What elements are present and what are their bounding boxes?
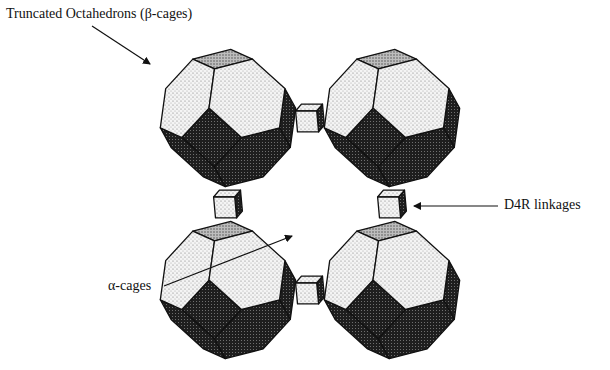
cage-face [378, 300, 454, 359]
cage-face [378, 128, 454, 187]
linkage-label: D4R linkages [502, 197, 583, 213]
cage-face [373, 231, 449, 309]
d4r-cube [296, 276, 325, 304]
cage-face [209, 59, 285, 137]
beta-cage [160, 221, 295, 358]
cage-face [373, 59, 449, 137]
cage-face [160, 128, 225, 187]
cage-face [378, 197, 401, 218]
cage-label: Truncated Octahedrons (β-cages) [4, 6, 194, 22]
d4r-cube [214, 190, 243, 218]
cage-face [378, 190, 405, 197]
cage-face [214, 197, 237, 218]
cage-face [214, 128, 290, 187]
cage-face [296, 276, 323, 283]
cage-face [324, 128, 389, 187]
cage-face [324, 300, 389, 359]
cage-face [296, 104, 323, 111]
beta-cage [160, 49, 295, 186]
beta-cage [324, 49, 459, 186]
cage-face [214, 190, 241, 197]
leader-line [92, 26, 150, 64]
cage-face [160, 59, 214, 137]
beta-cage [324, 221, 459, 358]
cage-face [296, 111, 319, 132]
leader-line [164, 236, 292, 286]
cage-face [296, 283, 319, 304]
cage-face [160, 300, 225, 359]
cage-face [324, 59, 378, 137]
cage-face [160, 231, 214, 309]
cage-face [214, 300, 290, 359]
leader-line [414, 205, 498, 206]
d4r-cube [296, 104, 325, 132]
d4r-cube [378, 190, 407, 218]
cage-label: α-cages [106, 278, 153, 294]
cage-face [324, 231, 378, 309]
